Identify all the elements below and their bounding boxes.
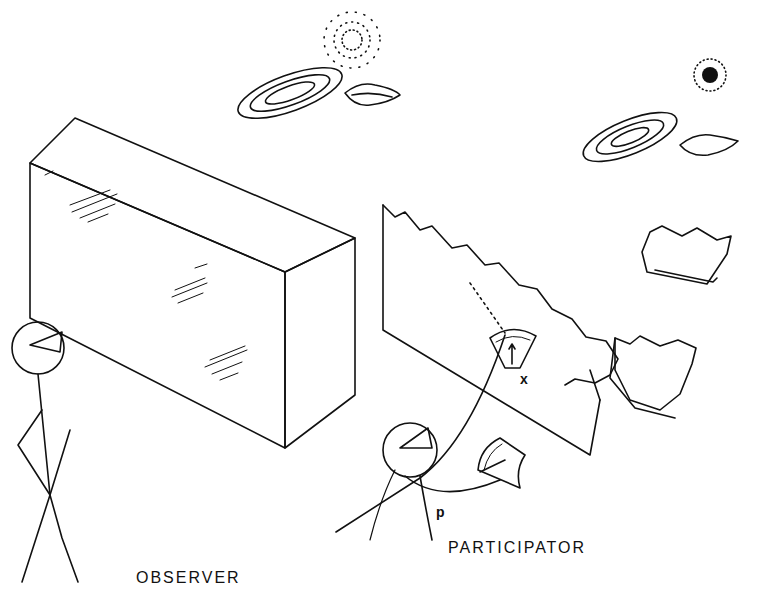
galaxy-cluster xyxy=(577,59,738,171)
meter-dial xyxy=(490,329,536,368)
broken-block xyxy=(383,205,618,455)
observer-figure xyxy=(12,322,78,582)
meter-dial xyxy=(478,438,525,488)
galaxy-cluster xyxy=(232,12,400,129)
variable-label: p xyxy=(436,505,445,519)
variable-label: x xyxy=(520,372,528,386)
block-fragment xyxy=(610,336,696,418)
block-fragment xyxy=(642,226,731,284)
participator-figure xyxy=(336,283,505,540)
figure-label: PARTICIPATOR xyxy=(448,540,586,556)
glass-block xyxy=(30,118,355,448)
figure-label: OBSERVER xyxy=(136,570,241,586)
